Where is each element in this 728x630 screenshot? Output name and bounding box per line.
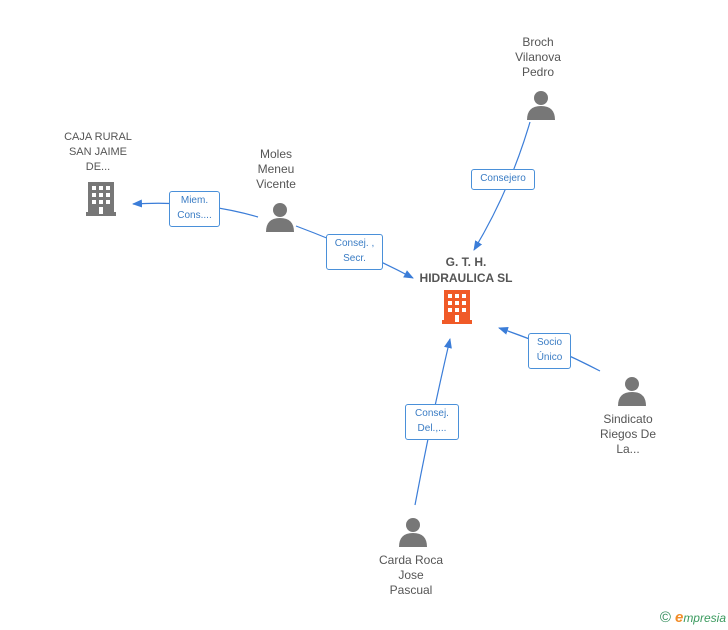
carda-line-2: Jose — [398, 568, 424, 582]
sindicato-line-3: La... — [616, 442, 640, 456]
person-icon[interactable] — [617, 376, 647, 406]
edge-label-line: Socio — [536, 337, 562, 348]
edge-label-moles-caja[interactable]: Miem. Cons.... — [169, 191, 220, 227]
edge-label-line: Único — [536, 352, 563, 363]
moles-line-1: Moles — [259, 147, 292, 161]
moles-line-2: Meneu — [257, 162, 295, 176]
edge-label-moles-main[interactable]: Consej. , Secr. — [326, 234, 383, 270]
edge-label-line: Miem. — [180, 195, 209, 206]
person-icon[interactable] — [265, 202, 295, 232]
edge-label-sindicato-main[interactable]: Socio Único — [528, 333, 571, 369]
building-icon[interactable] — [442, 290, 474, 324]
broch-label: Broch Vilanova Pedro — [498, 35, 578, 80]
brand-logo-text: mpresia — [683, 611, 726, 625]
edge-label-broch-main[interactable]: Consejero — [471, 169, 535, 190]
moles-line-3: Vicente — [256, 177, 296, 191]
footer-brand[interactable]: © empresia — [660, 609, 726, 626]
edge-label-line: Cons.... — [177, 210, 212, 221]
sindicato-line-1: Sindicato — [603, 412, 653, 426]
sindicato-label: Sindicato Riegos De La... — [588, 412, 668, 457]
edge-label-line: Consejero — [480, 173, 526, 184]
carda-label: Carda Roca Jose Pascual — [361, 553, 461, 598]
caja-rural-label: CAJA RURAL SAN JAIME DE... — [48, 130, 148, 175]
caja-line-3: DE... — [85, 161, 111, 173]
main-company-line-1: G. T. H. — [445, 255, 487, 269]
building-icon[interactable] — [86, 182, 118, 216]
carda-line-1: Carda Roca — [378, 553, 444, 567]
main-company-line-2: HIDRAULICA SL — [419, 271, 513, 285]
edge-label-line: Consej. — [415, 408, 449, 419]
sindicato-line-2: Riegos De — [599, 427, 657, 441]
edge-label-line: Del.,... — [417, 423, 447, 434]
main-company-label: G. T. H. HIDRAULICA SL — [396, 254, 536, 286]
copyright-icon: © — [659, 609, 671, 626]
brand-logo-e: e — [674, 609, 684, 626]
person-icon[interactable] — [398, 517, 428, 547]
broch-line-2: Vilanova — [515, 50, 561, 64]
edge-label-line: Secr. — [343, 253, 366, 264]
carda-line-3: Pascual — [389, 583, 433, 597]
edge-label-carda-main[interactable]: Consej. Del.,... — [405, 404, 459, 440]
broch-line-1: Broch — [522, 35, 554, 49]
caja-line-2: SAN JAIME — [68, 146, 128, 158]
moles-label: Moles Meneu Vicente — [236, 147, 316, 192]
broch-line-3: Pedro — [521, 65, 555, 79]
edge-label-line: Consej. , — [334, 238, 375, 249]
brand-name: empresia — [675, 609, 726, 626]
person-icon[interactable] — [526, 90, 556, 120]
caja-line-1: CAJA RURAL — [64, 131, 132, 143]
